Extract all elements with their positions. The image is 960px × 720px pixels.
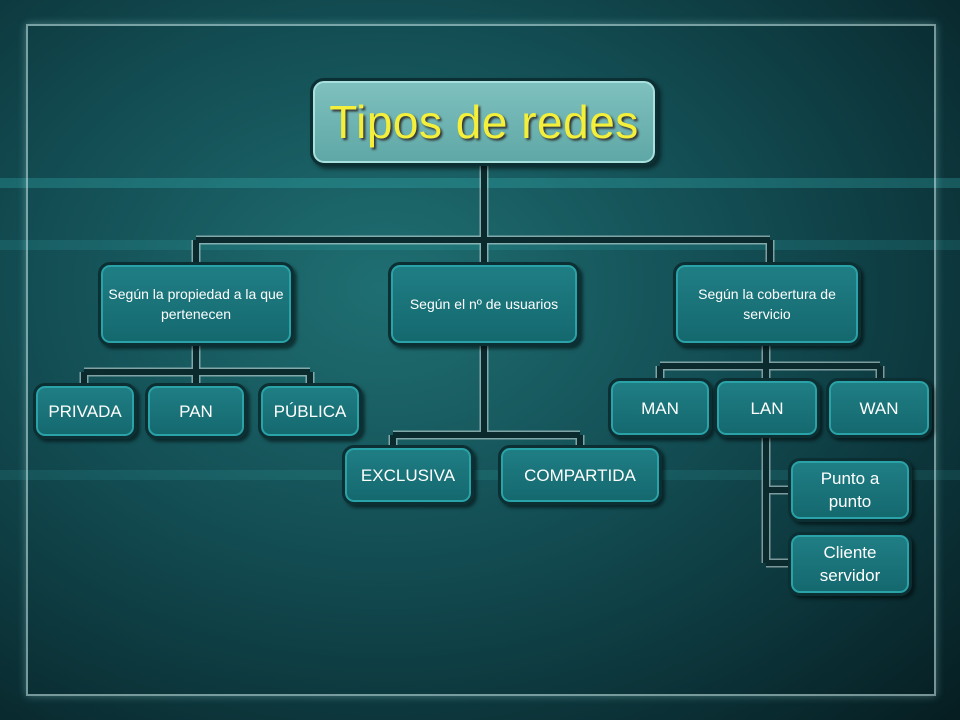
leaf-label: PÚBLICA (273, 401, 347, 421)
node-property-label: Según la propiedad a la que pertenecen (108, 286, 284, 322)
leaf-punto-a-punto: Punto a punto (788, 458, 912, 522)
node-coverage-label: Según la cobertura de servicio (698, 286, 836, 322)
leaf-label: PAN (179, 401, 213, 421)
leaf-publica: PÚBLICA (258, 383, 362, 439)
node-users-label: Según el nº de usuarios (409, 296, 559, 312)
leaf-exclusiva: EXCLUSIVA (342, 445, 474, 505)
leaf-label: WAN (859, 398, 899, 418)
slide-frame (26, 24, 936, 696)
node-coverage: Según la cobertura de servicio (673, 262, 861, 346)
leaf-pan: PAN (145, 383, 247, 439)
node-property: Según la propiedad a la que pertenecen (98, 262, 294, 346)
leaf-label: PRIVADA (48, 401, 122, 421)
leaf-label: MAN (641, 398, 679, 418)
leaf-label: LAN (750, 398, 784, 418)
title-node: Tipos de redes (310, 78, 658, 166)
leaf-label: Cliente servidor (819, 543, 881, 585)
decorative-streak (0, 470, 960, 480)
leaf-privada: PRIVADA (33, 383, 137, 439)
leaf-cliente-servidor: Cliente servidor (788, 532, 912, 596)
leaf-label: Punto a punto (820, 469, 880, 511)
leaf-compartida: COMPARTIDA (498, 445, 662, 505)
node-users: Según el nº de usuarios (388, 262, 580, 346)
leaf-wan: WAN (826, 378, 932, 438)
diagram-title: Tipos de redes (329, 96, 639, 148)
leaf-man: MAN (608, 378, 712, 438)
leaf-lan: LAN (714, 378, 820, 438)
leaf-label: EXCLUSIVA (360, 465, 456, 485)
leaf-label: COMPARTIDA (524, 465, 636, 485)
